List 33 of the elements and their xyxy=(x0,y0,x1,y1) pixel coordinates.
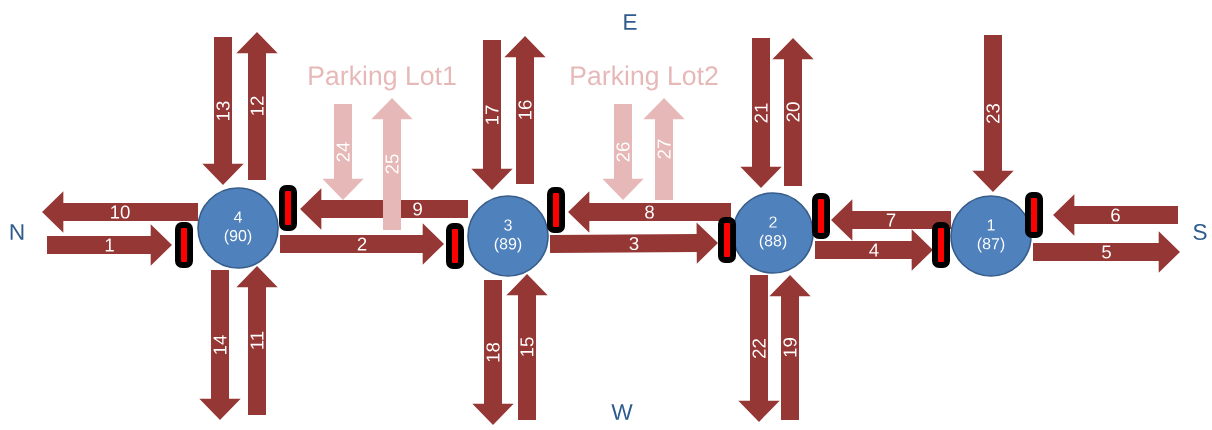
parking-lot-label: Parking Lot1 xyxy=(309,65,456,91)
edge-label: 18 xyxy=(486,342,500,362)
edge-label: 3 xyxy=(629,236,639,251)
edge-label: 5 xyxy=(1102,245,1111,259)
parking-lot-label: Parking Lot2 xyxy=(571,65,718,91)
edge-label: 21 xyxy=(754,103,768,123)
edge-label: 20 xyxy=(786,102,800,122)
edge-label: 15 xyxy=(520,337,534,356)
edge-label: 14 xyxy=(213,335,227,354)
compass-label: N xyxy=(10,224,24,240)
edge-label: 27 xyxy=(657,139,671,159)
edge-label: 7 xyxy=(886,213,896,227)
compass-label: W xyxy=(611,404,633,420)
edge-label: 10 xyxy=(111,205,130,219)
edge-label: 9 xyxy=(413,202,422,216)
edge-label: 25 xyxy=(385,154,399,174)
edge-label: 11 xyxy=(250,331,264,349)
edge-label: 26 xyxy=(616,142,630,162)
edge-label: 19 xyxy=(783,338,797,357)
edge-label: 23 xyxy=(986,103,1000,123)
edge-label: 13 xyxy=(216,101,230,120)
edge-label: 8 xyxy=(645,205,654,219)
edge-label: 22 xyxy=(752,339,766,358)
edge-label: 12 xyxy=(250,96,264,115)
compass-label: S xyxy=(1193,224,1207,241)
edge-label: 1 xyxy=(105,238,114,252)
edge-label: 16 xyxy=(518,100,532,119)
edge-label: 6 xyxy=(1111,208,1120,222)
edge-label: 4 xyxy=(869,243,879,257)
edge-label: 17 xyxy=(485,105,499,124)
compass-label: E xyxy=(624,14,637,30)
edge-label: 24 xyxy=(336,142,350,162)
edge-label: 2 xyxy=(357,237,367,251)
